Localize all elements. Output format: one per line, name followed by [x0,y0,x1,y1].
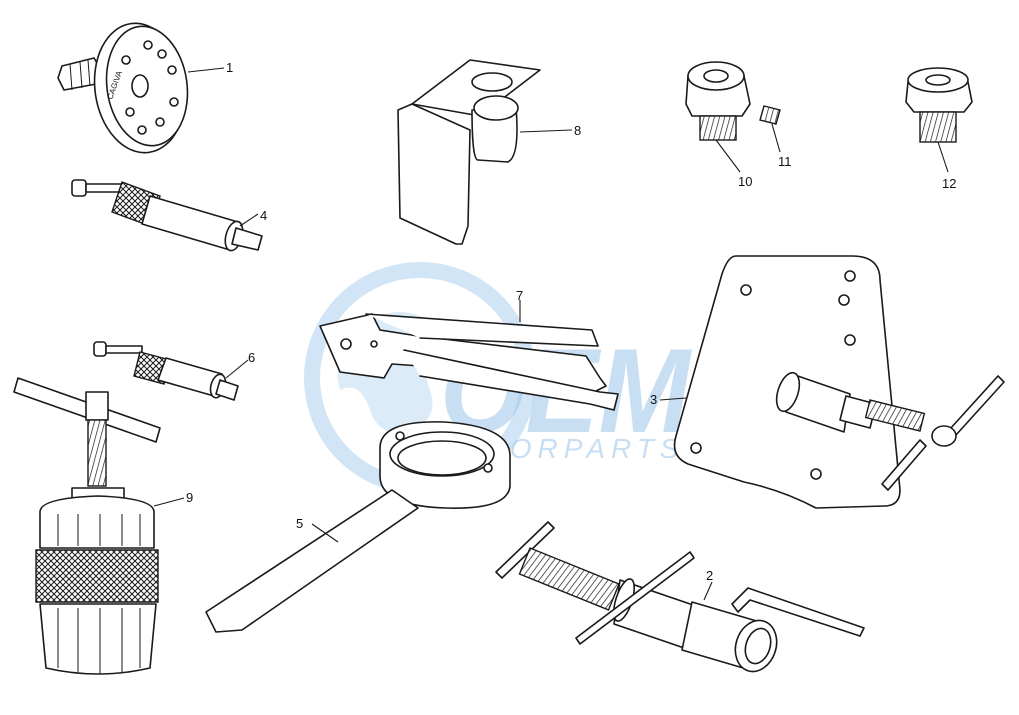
label-9: 9 [186,490,193,505]
part-10-plug [685,61,781,173]
label-11: 11 [778,154,792,169]
label-8: 8 [574,123,581,138]
part-3-plate-tool [659,255,1005,509]
label-1: 1 [226,60,233,75]
label-4: 4 [260,208,267,223]
part-7-holder-tool [319,300,619,411]
label-3: 3 [650,392,657,407]
label-5: 5 [296,516,303,531]
part-4-puller [71,179,263,252]
part-1-flywheel-puller: CAGIVA [57,22,225,154]
label-10: 10 [738,174,752,189]
part-12-plug [905,67,973,173]
part-8-bracket [397,59,573,245]
part-5-spanner [205,421,511,633]
part-labels: 1 2 3 4 5 6 7 8 9 10 11 12 [186,60,956,583]
label-6: 6 [248,350,255,365]
label-12: 12 [942,176,956,191]
part-9-extractor [13,377,185,675]
part-6-puller [93,341,249,401]
part-2-puller-screw [495,521,865,673]
label-7: 7 [516,288,523,303]
label-2: 2 [706,568,713,583]
